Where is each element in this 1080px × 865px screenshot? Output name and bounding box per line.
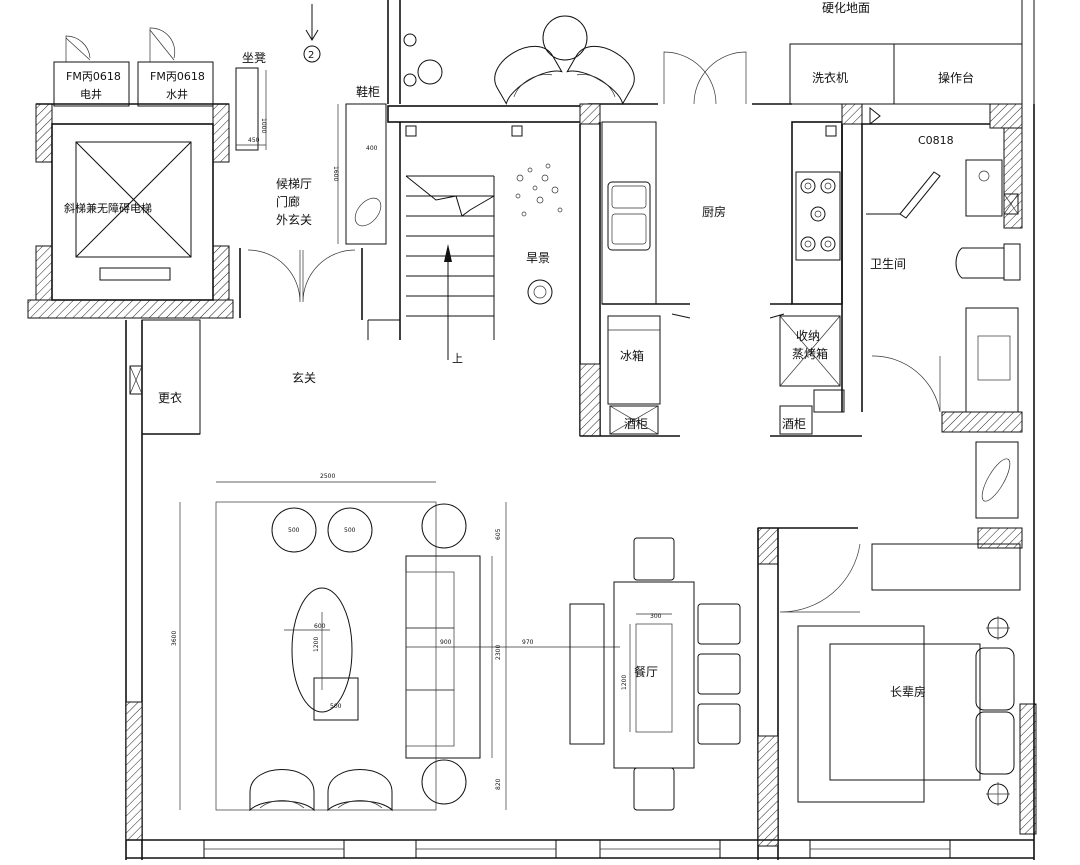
dim-2300: 2300 [495,645,502,660]
dim-1000: 1000 [260,118,267,133]
dim-450: 450 [248,137,260,144]
meter-electric-label: FM丙0618 [66,70,121,83]
meter-electric-sub: 电井 [80,87,102,101]
axis-marker-number: 2 [308,50,314,61]
changing-label: 更衣 [158,390,182,405]
stair-hall-label: 候梯厅 [276,177,312,191]
dry-landscape-label: 旱景 [526,251,550,265]
dim-400: 400 [366,145,378,152]
bathroom-label: 卫生间 [870,257,906,271]
elevator-block [27,27,234,319]
bottom-wall [126,104,1035,860]
dining-label: 餐厅 [634,664,658,679]
staircase [367,105,589,360]
seat-bench [235,67,259,151]
fridge-label: 冰箱 [620,348,644,363]
dining [569,537,741,811]
balcony-furniture [485,15,792,105]
elder-bedroom [757,527,1037,860]
dim-900: 900 [440,639,452,646]
dim-2500: 2500 [320,473,335,480]
steamer-label: 蒸烤箱 [792,346,828,361]
dim-970: 970 [522,639,534,646]
stair-hall-label-2: 门廊 [276,194,300,209]
foyer-walls [125,319,201,860]
elevator-label: 斜梯兼无障碍电梯 [64,201,152,215]
kitchen [579,103,863,437]
laundry-counter [789,0,1035,105]
dim-1200b: 1200 [621,675,628,690]
washer-label: 洗衣机 [812,70,848,85]
seat-label: 坐凳 [242,50,266,65]
bathroom [862,103,1023,519]
dim-500b: 500 [344,527,356,534]
elder-room-label: 长辈房 [890,684,926,699]
dim-500c: 500 [330,703,342,710]
dim-820: 820 [495,778,502,790]
stair-hall-walls [239,0,443,320]
hard-ground-label: 硬化地面 [822,1,870,15]
dim-600: 600 [314,623,326,630]
dim-3600: 3600 [171,631,178,646]
worktop-label: 操作台 [938,70,974,85]
kitchen-label: 厨房 [702,204,726,219]
dry-landscape [511,125,563,305]
wine-left-label: 酒柜 [624,417,648,431]
meter-water-sub: 水井 [166,87,188,101]
storage-label: 收纳 [796,329,820,343]
dim-1200: 1200 [313,637,320,652]
meter-water-label: FM丙0618 [150,70,205,83]
dim-1600: 1600 [332,166,339,181]
wine-right-label: 酒柜 [782,417,806,431]
dim-605: 605 [495,528,502,540]
axis-marker [303,4,321,63]
foyer-label: 玄关 [292,370,316,385]
living-room [179,481,620,811]
stair-hall-label-3: 外玄关 [276,212,312,227]
shoe-cabinet [345,103,387,245]
dim-300: 300 [650,613,662,620]
dim-500a: 500 [288,527,300,534]
door-code-label: C0818 [918,134,954,147]
stair-up-label: 上 [452,352,463,365]
shoe-cabinet-label: 鞋柜 [356,84,380,99]
